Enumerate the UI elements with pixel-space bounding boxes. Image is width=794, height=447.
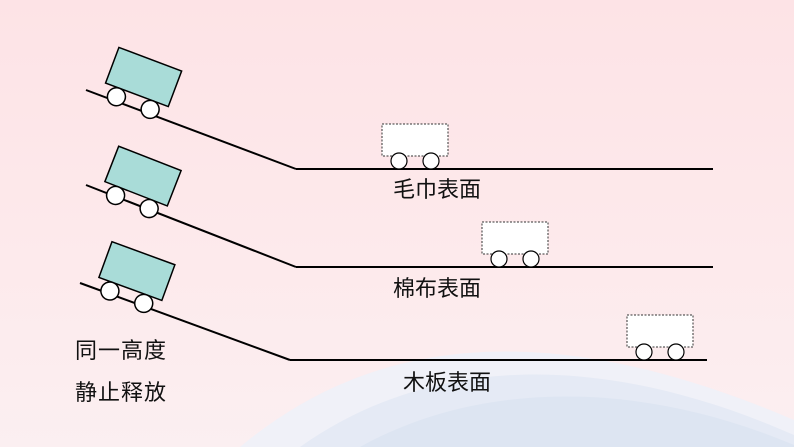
condition-release-from-rest: 静止释放: [75, 381, 168, 406]
cart-stop-position: [626, 314, 694, 361]
background-waves: [240, 351, 794, 447]
cart-on-slope: [104, 46, 183, 120]
cart-stop-position: [381, 123, 449, 170]
cart-on-slope: [103, 145, 183, 219]
surface-label-cotton: 棉布表面: [393, 277, 482, 302]
condition-same-height: 同一高度: [75, 339, 168, 364]
track-2: [85, 145, 713, 268]
surface-label-towel: 毛巾表面: [393, 178, 482, 203]
track-3: [79, 240, 707, 361]
track-1: [85, 46, 713, 170]
cart-on-slope: [97, 240, 176, 314]
cart-stop-position: [481, 221, 549, 268]
surface-label-wood: 木板表面: [403, 371, 492, 396]
